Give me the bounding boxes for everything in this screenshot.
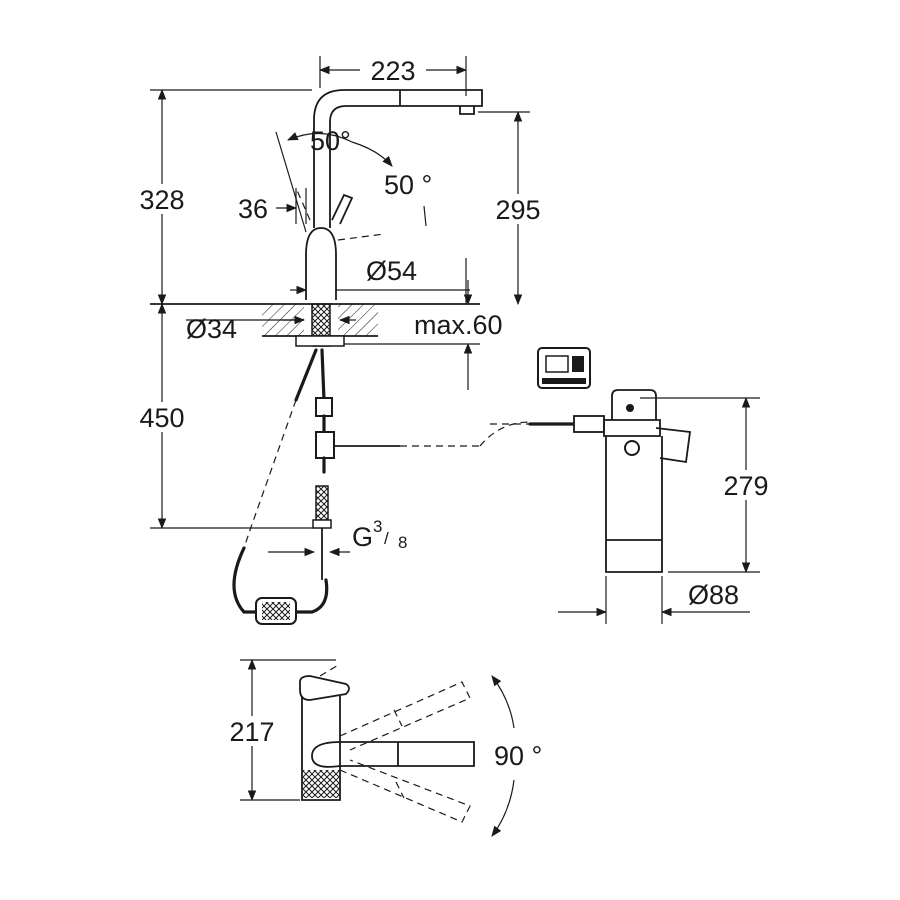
filter-inlet-valve: [573, 415, 605, 433]
thread-fraction-slash: /: [384, 529, 389, 548]
swivel-position-up: [339, 681, 471, 751]
top-spout-arc: [311, 741, 341, 768]
filter-unit: [490, 347, 692, 573]
connector-upper: [315, 397, 333, 417]
filter-head: [611, 389, 657, 420]
faucet-side-view: [150, 89, 531, 625]
filter-bypass: [603, 419, 661, 437]
tee-connector: [315, 431, 335, 459]
hose-length-label: 450: [139, 403, 184, 433]
hose-loop: [232, 546, 329, 614]
lever-open-position: [337, 233, 385, 241]
thread-numerator-label: 3: [373, 517, 382, 536]
total-height-label: 328: [139, 185, 184, 215]
lever-angle-front-label: 50°: [310, 126, 351, 156]
lever-alt-position: [295, 187, 311, 221]
supply-hose-braided: [315, 485, 329, 521]
supply-line-1: [320, 348, 326, 402]
swivel-angle-arc-down: [491, 779, 515, 837]
deck-thickness-label: max.60: [414, 310, 503, 340]
filter-bracket: [655, 427, 692, 464]
weight-mesh: [262, 602, 290, 620]
top-lever: [299, 675, 350, 701]
body-diameter-label: Ø54: [366, 256, 417, 286]
spout-height-label: 295: [495, 195, 540, 225]
mounting-nut: [295, 335, 345, 347]
thread-base-label: G: [352, 522, 373, 552]
lever-angle-side-label: 50 °: [384, 170, 432, 200]
filter-port-1: [626, 404, 634, 412]
lever-angle-arc-side: [351, 141, 393, 167]
swivel-position-down: [339, 759, 471, 823]
pull-out-hose: [294, 348, 318, 402]
filter-dimensions: 279 Ø88: [558, 396, 776, 624]
swivel-angle-arc-up: [491, 675, 515, 729]
hose-extended: [239, 399, 297, 561]
lever-angle-arc-front: [287, 132, 353, 143]
filter-height-label: 279: [723, 471, 768, 501]
top-body-mesh: [303, 770, 339, 798]
filter-diameter-label: Ø88: [688, 580, 739, 610]
filter-port-2: [624, 440, 640, 456]
faucet-lever: [331, 193, 354, 225]
top-view-dimensions: 217 90 °: [220, 658, 542, 837]
filter-supply-line: [479, 421, 531, 447]
faucet-top-view: [299, 663, 475, 823]
thread-denominator-label: 8: [398, 533, 407, 552]
lever-offset-label: 36: [238, 194, 268, 224]
display-panel-icon: [537, 347, 591, 389]
filter-cartridge: [605, 436, 663, 573]
hole-diameter-label: Ø34: [186, 314, 237, 344]
swivel-angle-label: 90 °: [494, 741, 542, 771]
top-spout: [340, 741, 475, 767]
faucet-spout: [313, 89, 483, 228]
top-body: [301, 696, 341, 801]
supply-fitting: [312, 519, 332, 529]
reach-label: 223: [370, 56, 415, 86]
top-lever-alt: [319, 663, 341, 677]
spout-outlet: [459, 106, 475, 115]
side-view-dimensions: 223 328 295 50° 50 ° 36 Ø54 Ø34: [132, 54, 548, 557]
faucet-body: [305, 227, 337, 300]
top-depth-label: 217: [229, 717, 274, 747]
